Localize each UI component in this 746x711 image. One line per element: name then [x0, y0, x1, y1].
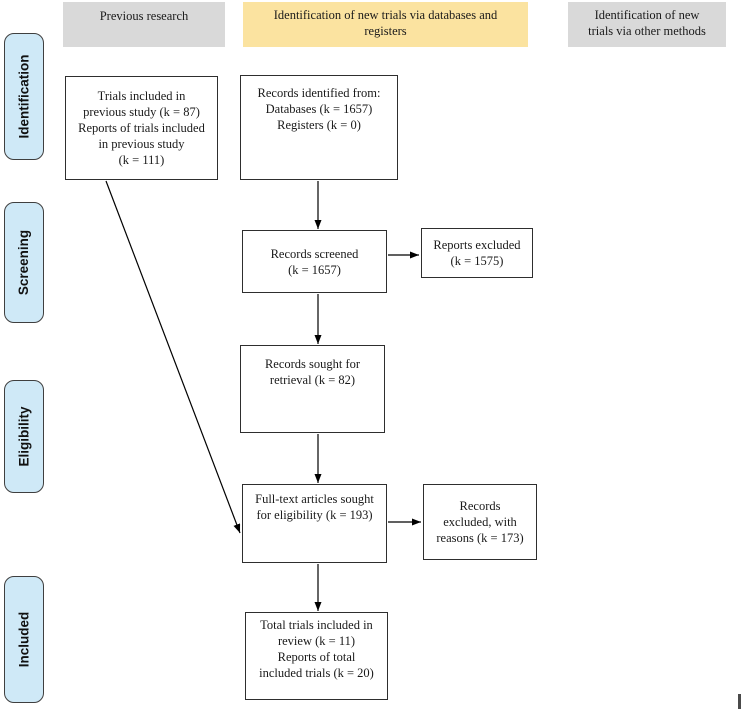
box-fulltext-sought: Full-text articles sought for eligibilit… — [242, 484, 387, 563]
stage-identification: Identification — [4, 33, 44, 160]
arrow-previous-study-to-fulltext — [105, 180, 241, 534]
box-previous-study: Trials included in previous study (k = 8… — [65, 76, 218, 180]
stage-screening-label: Screening — [16, 229, 32, 296]
stage-included-label: Included — [16, 611, 32, 668]
column-header-new-trials-databases: Identification of new trials via databas… — [243, 2, 528, 47]
box-records-sought: Records sought for retrieval (k = 82) — [240, 345, 385, 433]
column-header-new-trials-other: Identification of new trials via other m… — [568, 2, 726, 47]
box-records-excluded-reasons: Records excluded, with reasons (k = 173) — [423, 484, 537, 560]
stage-identification-label: Identification — [16, 54, 32, 139]
column-header-previous-research: Previous research — [63, 2, 225, 47]
box-total-included: Total trials included in review (k = 11)… — [245, 612, 388, 700]
box-reports-excluded: Reports excluded (k = 1575) — [421, 228, 533, 278]
stage-included: Included — [4, 576, 44, 703]
stage-eligibility-label: Eligibility — [16, 406, 32, 467]
stage-screening: Screening — [4, 202, 44, 323]
stage-eligibility: Eligibility — [4, 380, 44, 493]
box-records-screened: Records screened (k = 1657) — [242, 230, 387, 293]
cursor-artifact — [738, 694, 741, 709]
box-records-identified: Records identified from: Databases (k = … — [240, 75, 398, 180]
